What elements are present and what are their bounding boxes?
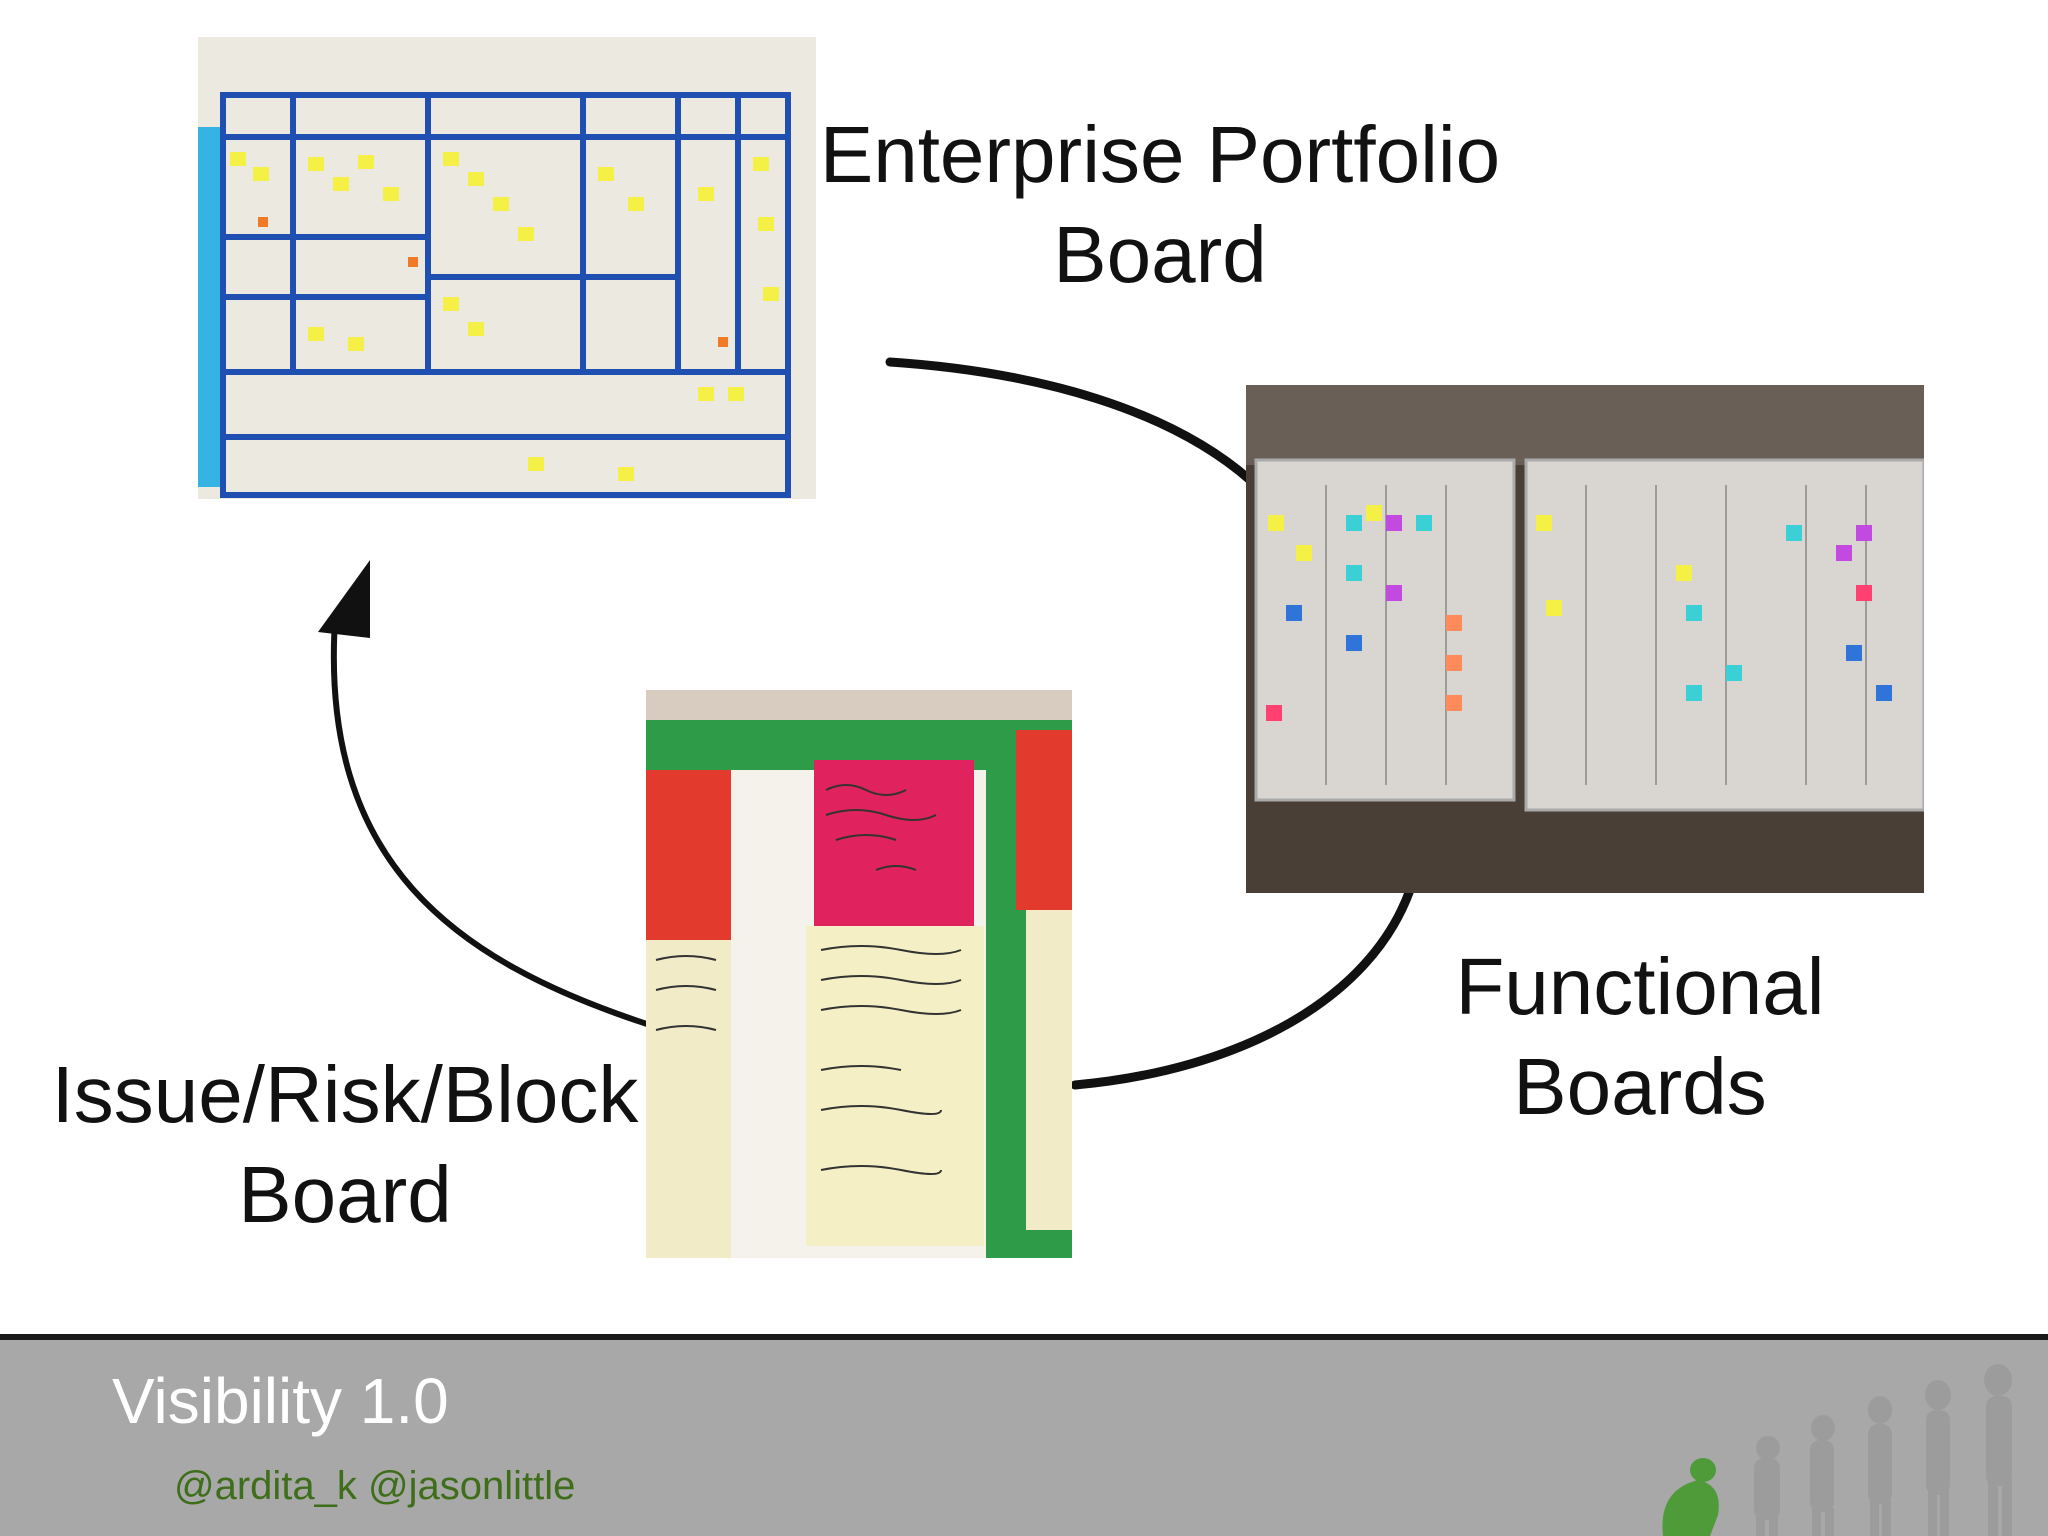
functional-boards-photo	[1246, 385, 1924, 893]
enterprise-portfolio-board-photo	[198, 37, 816, 499]
enterprise-portfolio-board-label: Enterprise Portfolio Board	[790, 105, 1530, 305]
slide-title: Visibility 1.0	[112, 1364, 449, 1438]
author-handles: @ardita_k @jasonlittle	[174, 1464, 575, 1509]
evolution-silhouette-icon	[1618, 1340, 2048, 1536]
arrowhead-icon	[318, 560, 370, 638]
functional-boards-label: Functional Boards	[1390, 937, 1890, 1137]
issue-risk-block-board-label: Issue/Risk/Block Board	[20, 1045, 670, 1245]
issue-risk-block-board-photo	[646, 690, 1072, 1258]
